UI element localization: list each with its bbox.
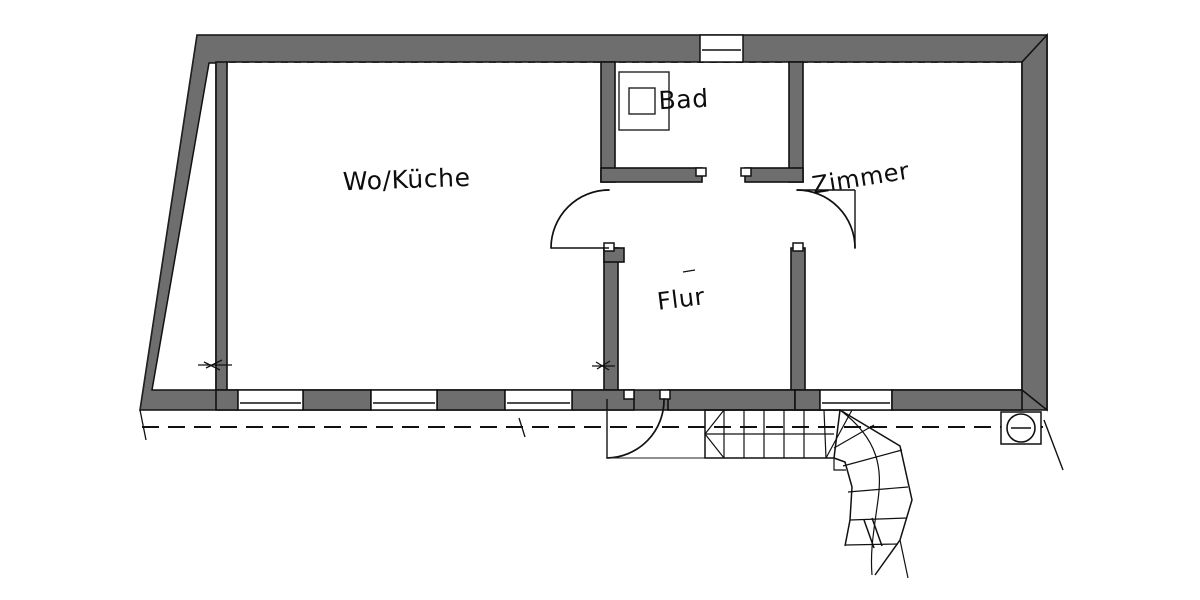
left-wall-cavity	[151, 62, 217, 391]
stair-start-marker-2	[704, 433, 725, 459]
building-shell	[139, 34, 1048, 411]
winder-tread-2	[833, 424, 875, 449]
bottom-wall-seg-1	[215, 389, 239, 411]
winder-walkline	[839, 409, 880, 576]
window-bad-top	[699, 34, 744, 63]
stair-break-mark-1	[863, 519, 875, 549]
axis-start-tick	[139, 409, 147, 441]
stair-tread-7	[823, 409, 827, 459]
bad-bottom-partition-right	[744, 167, 804, 183]
stair-break-mark-2	[871, 517, 883, 547]
flur-right-door-head	[792, 242, 804, 252]
bottom-wall-flur	[667, 389, 796, 411]
bottom-wall-group	[215, 389, 1023, 411]
flur-left-door-head	[603, 242, 615, 252]
flur-label-tick	[682, 269, 696, 273]
door-leaf-entrance	[606, 398, 665, 459]
interior-partitions	[600, 61, 806, 391]
axis-mid-tick	[518, 417, 526, 438]
bad-bottom-partition-left	[600, 167, 703, 183]
room-label-bad: Bad	[658, 84, 710, 116]
room-label-flur: Flur	[656, 282, 707, 316]
platform-outline	[606, 410, 705, 459]
entrance-door-jamb-right	[623, 389, 635, 400]
outer-wall-shell	[139, 34, 1048, 411]
bottom-wall-seg-3	[436, 389, 506, 411]
stair-start-marker	[704, 409, 725, 435]
winder-outline-inner	[833, 457, 853, 547]
winder-tread-4	[847, 486, 909, 493]
bottom-wall-zimmer-left	[794, 389, 821, 411]
winder-inner-edge	[833, 458, 846, 471]
shower-tray	[618, 71, 670, 131]
window-kitchen-3	[504, 389, 573, 411]
room-label-zimmer: Zimmer	[810, 157, 911, 200]
bottom-wall-zimmer-right	[891, 389, 1023, 411]
door-leaf-kitchen	[550, 189, 610, 249]
winder-tread-5	[849, 517, 908, 521]
winder-edge-continue	[899, 539, 909, 579]
manhole-leader-line	[1043, 419, 1064, 471]
wall-dimension-tick-flur	[592, 360, 615, 371]
winder-tread-3	[842, 449, 903, 467]
bottom-wall-seg-2	[302, 389, 372, 411]
window-zimmer	[819, 389, 893, 411]
manhole-symbol	[1000, 411, 1064, 471]
entrance-platform	[606, 410, 705, 459]
wall-dimension-tick-left	[198, 359, 232, 371]
left-wall-inner-leaf	[215, 61, 228, 391]
room-label-wo-kueche: Wo/Küche	[342, 163, 471, 196]
window-kitchen-2	[370, 389, 438, 411]
winder-outline-outer	[839, 409, 913, 576]
entrance-door-jamb-left	[659, 389, 671, 400]
bad-right-partition	[788, 61, 804, 183]
flur-right-wall	[790, 247, 806, 391]
bad-left-partition	[600, 61, 616, 183]
door-swings	[550, 189, 856, 459]
window-kitchen-1	[237, 389, 304, 411]
door-leaf-zimmer	[796, 189, 856, 249]
bad-door-jamb-right	[740, 167, 752, 177]
right-wall-body	[1021, 32, 1048, 412]
winder-tread-1	[825, 409, 853, 459]
bad-door-jamb-left	[695, 167, 707, 177]
right-wall	[1021, 32, 1048, 412]
staircase	[704, 409, 913, 579]
left-wall-outer-edge	[139, 34, 198, 411]
